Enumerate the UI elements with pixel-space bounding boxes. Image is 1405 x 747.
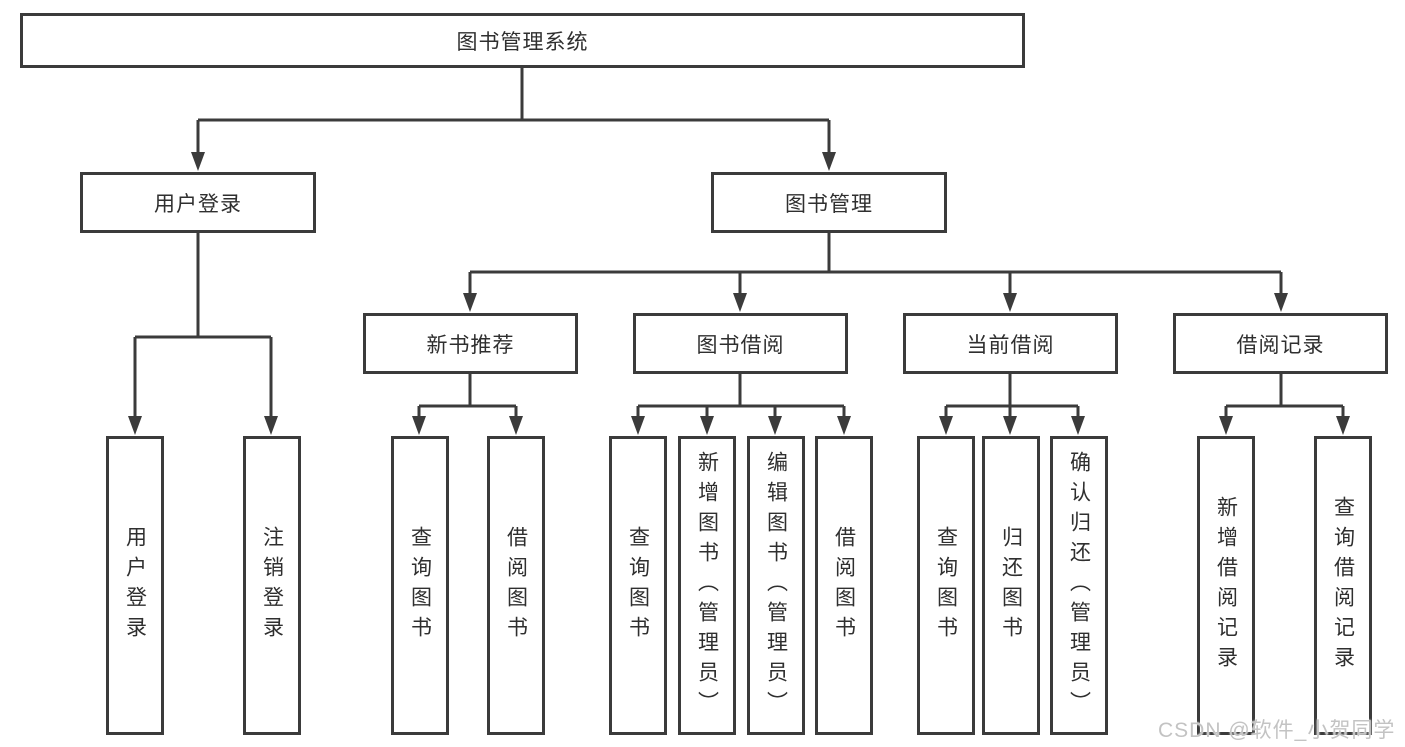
node-logout: 注销登录 — [243, 436, 301, 735]
node-edit-books-admin: 编辑图书（管理员） — [747, 436, 805, 735]
arrowheads — [128, 152, 1350, 435]
node-user-login-branch: 用户登录 — [80, 172, 316, 233]
node-current-borrowing: 当前借阅 — [903, 313, 1118, 374]
node-borrow-books: 借阅图书 — [815, 436, 873, 735]
node-current-query-books: 查询图书 — [917, 436, 975, 735]
node-book-borrowing: 图书借阅 — [633, 313, 848, 374]
tree-edges — [133, 68, 1345, 418]
node-user-login: 用户登录 — [106, 436, 164, 735]
node-borrowing-query-books: 查询图书 — [609, 436, 667, 735]
node-add-borrow-record: 新增借阅记录 — [1197, 436, 1255, 735]
node-new-book-recommendation: 新书推荐 — [363, 313, 578, 374]
node-recommend-borrow-books: 借阅图书 — [487, 436, 545, 735]
csdn-watermark: CSDN @软件_小贺同学 — [1158, 719, 1396, 742]
node-library-management-system: 图书管理系统 — [20, 13, 1025, 68]
node-return-books: 归还图书 — [982, 436, 1040, 735]
node-query-borrow-record: 查询借阅记录 — [1314, 436, 1372, 735]
node-confirm-return-admin: 确认归还（管理员） — [1050, 436, 1108, 735]
node-borrowing-records: 借阅记录 — [1173, 313, 1388, 374]
node-add-books-admin: 新增图书（管理员） — [678, 436, 736, 735]
node-book-management: 图书管理 — [711, 172, 947, 233]
node-recommend-query-books: 查询图书 — [391, 436, 449, 735]
